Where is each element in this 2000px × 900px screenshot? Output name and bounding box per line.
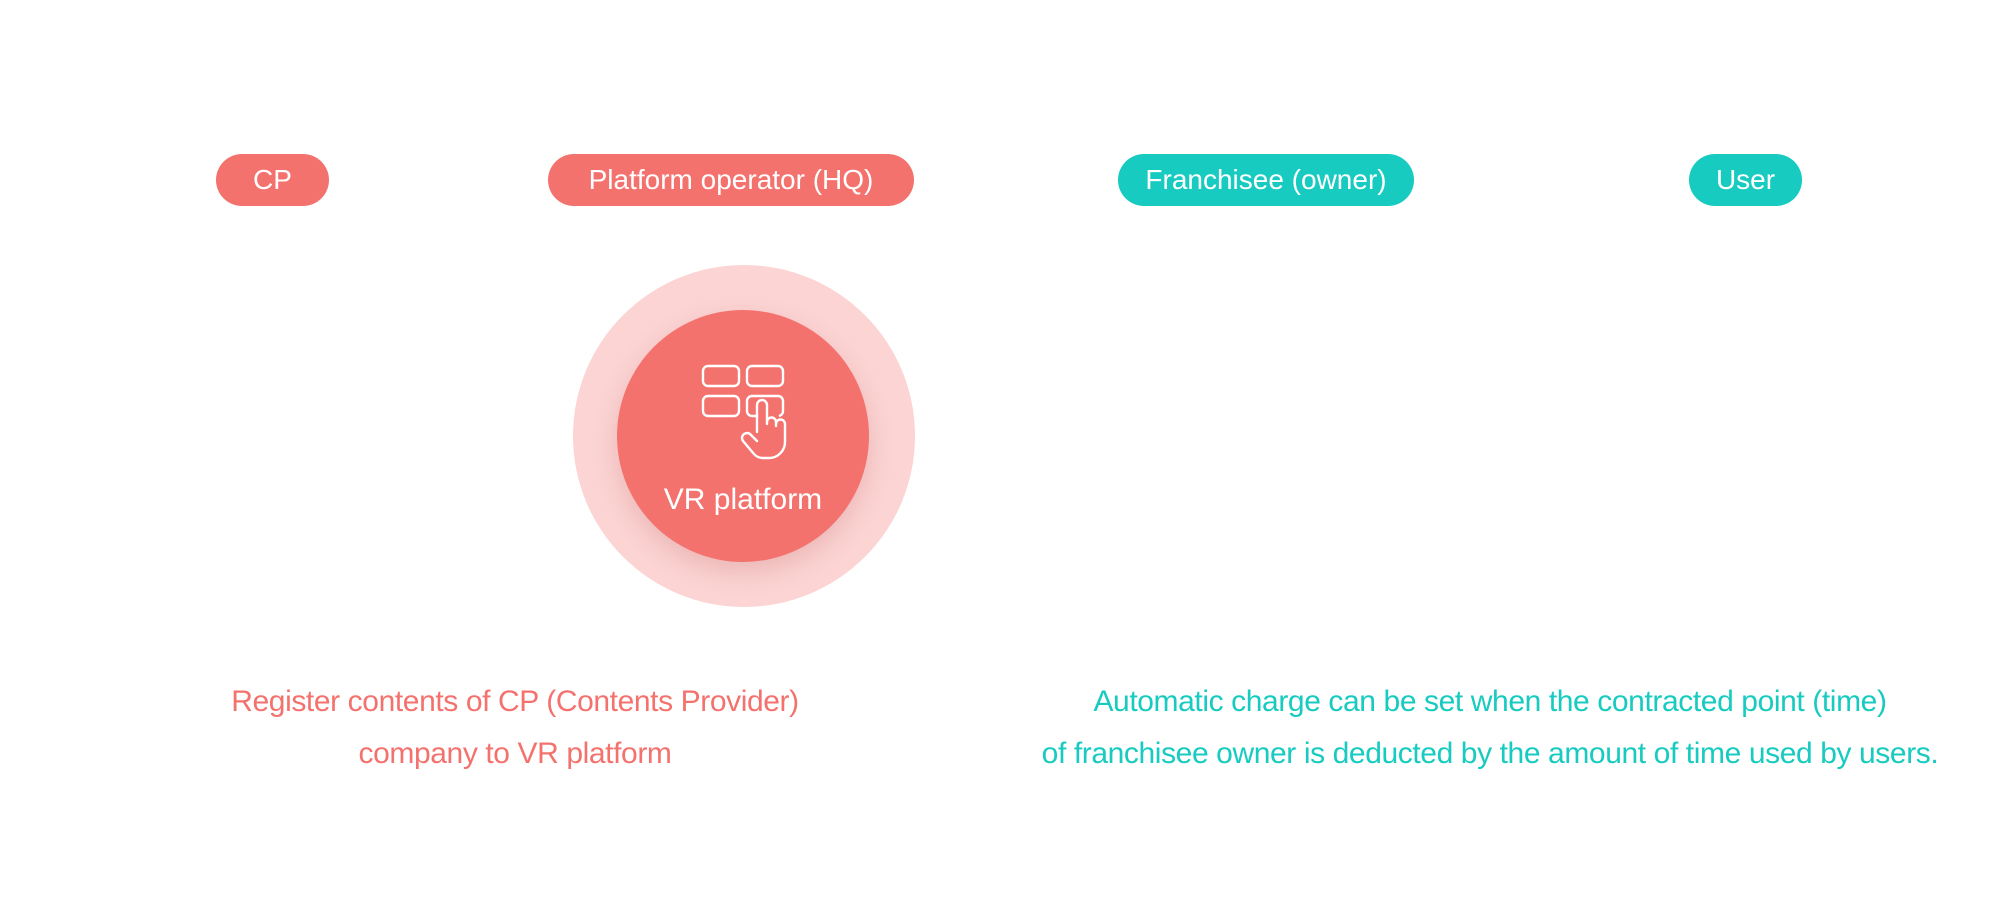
description-right: Automatic charge can be set when the con… [1000,676,1980,780]
description-right-line-1: Automatic charge can be set when the con… [1093,685,1887,718]
description-left: Register contents of CP (Contents Provid… [170,676,860,780]
vr-platform-node: VR platform [617,310,869,562]
vr-platform-label: VR platform [663,483,823,516]
description-right-line-2: of franchisee owner is deducted by the a… [1041,737,1939,770]
role-pill-user: User [1689,154,1802,206]
description-left-line-2: company to VR platform [358,737,672,770]
touch-grid-icon [701,364,787,460]
role-pill-cp: CP [216,154,329,206]
role-pill-platform-operator: Platform operator (HQ) [548,154,914,206]
role-pill-franchisee: Franchisee (owner) [1118,154,1414,206]
description-left-line-1: Register contents of CP (Contents Provid… [231,685,799,718]
